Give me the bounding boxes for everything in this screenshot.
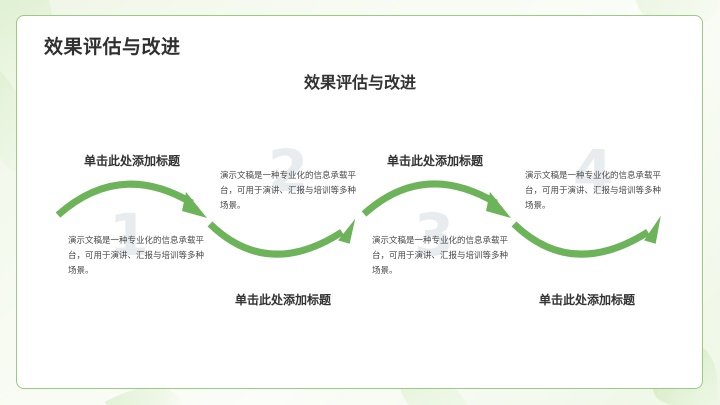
step-1-title[interactable]: 单击此处添加标题 <box>83 154 180 168</box>
page-title[interactable]: 效果评估与改进 <box>44 36 181 58</box>
step-3-title[interactable]: 单击此处添加标题 <box>386 154 483 168</box>
curved-arrow-icon <box>361 180 498 217</box>
step-2-title[interactable]: 单击此处添加标题 <box>234 293 331 307</box>
arrow-head-icon <box>486 192 511 218</box>
content-card <box>16 15 703 389</box>
step-3-number: 3 <box>413 201 455 269</box>
step-1-number: 1 <box>108 201 150 269</box>
curved-arrow-icon <box>511 221 650 258</box>
step-4-title[interactable]: 单击此处添加标题 <box>538 293 635 307</box>
step-2-number: 2 <box>267 137 309 205</box>
arrow-head-icon <box>644 215 661 244</box>
step-4-description[interactable]: 演示文稿是一种专业化的信息承载平台，可用于演讲、汇报与培训等多种场景。 <box>525 171 662 211</box>
step-1-description[interactable]: 演示文稿是一种专业化的信息承载平台，可用于演讲、汇报与培训等多种场景。 <box>68 236 205 276</box>
arrow-head-icon <box>338 218 356 244</box>
step-2-description[interactable]: 演示文稿是一种专业化的信息承载平台，可用于演讲、汇报与培训等多种场景。 <box>220 171 357 211</box>
step-4-number: 4 <box>572 137 614 205</box>
arrow-head-icon <box>182 192 207 218</box>
section-title[interactable]: 效果评估与改进 <box>303 73 416 92</box>
curved-arrow-icon <box>55 180 194 218</box>
step-3-description[interactable]: 演示文稿是一种专业化的信息承载平台，可用于演讲、汇报与培训等多种场景。 <box>372 236 509 276</box>
curved-arrow-icon <box>207 221 344 258</box>
